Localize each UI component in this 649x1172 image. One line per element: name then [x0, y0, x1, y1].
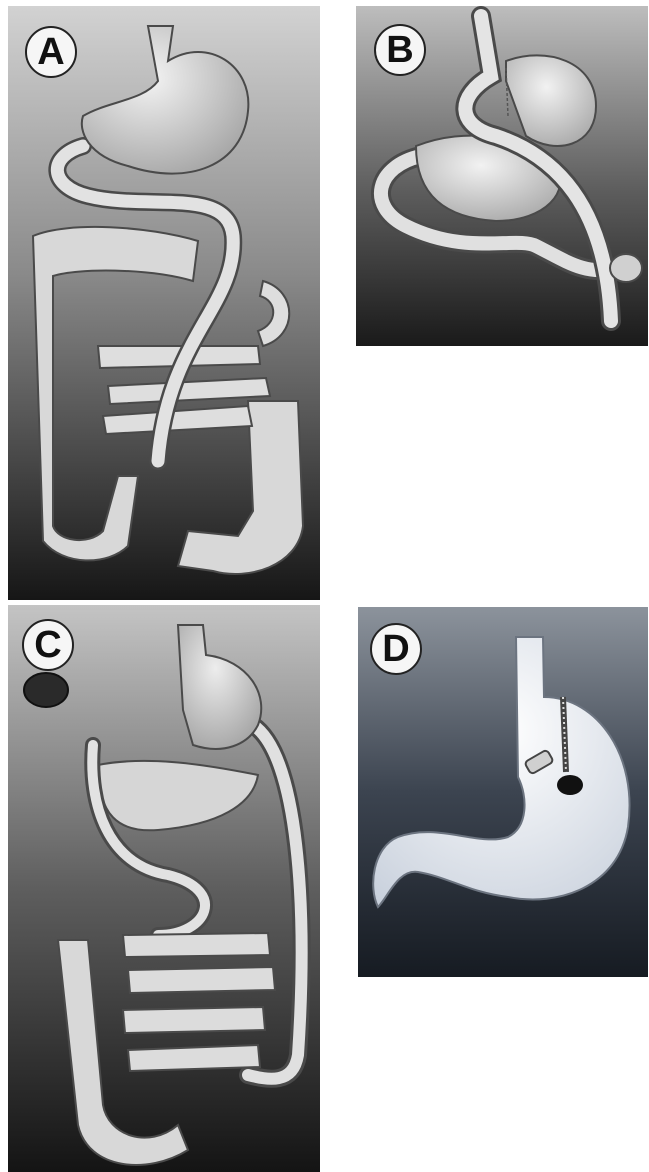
panel-d-label: D — [370, 623, 422, 675]
panel-a-normal-anatomy: A — [8, 6, 320, 600]
panel-b-label: B — [374, 24, 426, 76]
gallbladder — [24, 673, 68, 707]
panel-c-illustration — [8, 605, 320, 1172]
panel-d-gastroplasty: D — [358, 607, 648, 977]
panel-b-bypass: B — [356, 6, 648, 346]
panel-a-illustration — [8, 6, 320, 600]
gastric-window — [557, 775, 583, 795]
panel-c-diversion: C — [8, 605, 320, 1172]
panel-a-label: A — [25, 26, 77, 78]
panel-c-label: C — [22, 619, 74, 671]
